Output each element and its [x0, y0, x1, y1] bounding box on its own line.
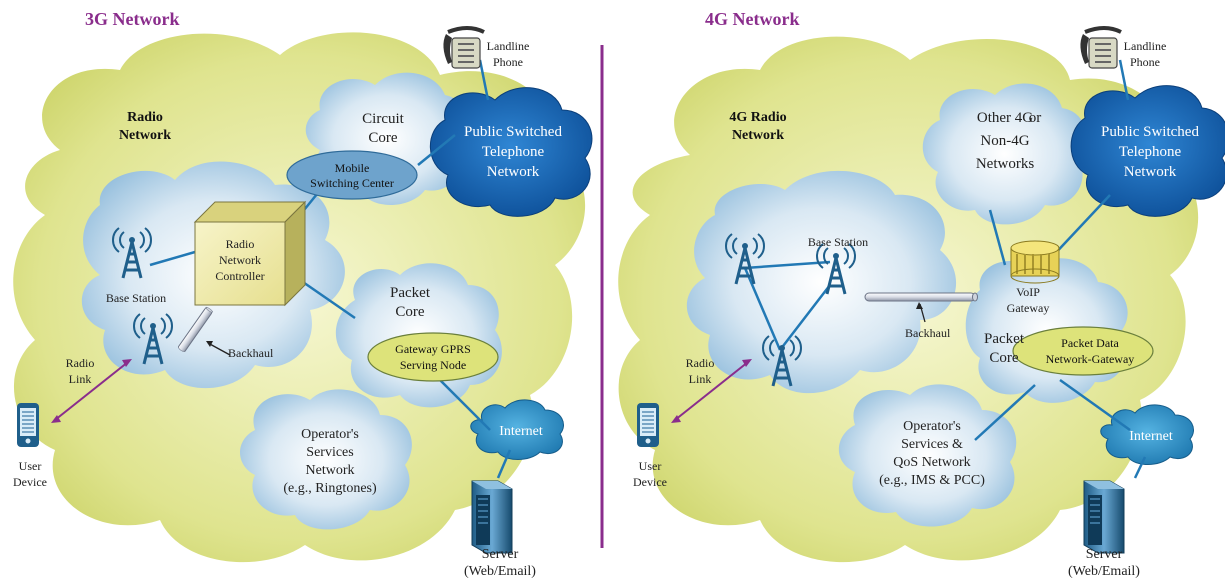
other-networks-label: Networks	[976, 156, 1034, 172]
ggsn-label: Gateway GPRS	[395, 342, 471, 356]
operator-services-cloud	[240, 389, 412, 530]
voip-gateway-label: VoIP	[1016, 285, 1040, 299]
pstn-label: Public Switched	[464, 124, 562, 140]
pdn-gateway-label: Network-Gateway	[1046, 352, 1135, 366]
pstn-label: Network	[1124, 164, 1177, 180]
user-device-icon	[16, 402, 40, 448]
landline-label: Phone	[1130, 55, 1160, 69]
pstn-cloud	[429, 87, 593, 217]
msc-ellipse	[286, 150, 418, 200]
left-title: 3G Network	[85, 9, 179, 29]
server-label: (Web/Email)	[464, 564, 536, 579]
backhaul-label: Backhaul	[905, 326, 951, 340]
operator-services-label: Operator's	[903, 419, 961, 434]
msc-label: Switching Center	[310, 176, 394, 190]
operator-services-label: Network	[306, 463, 355, 478]
operator-services-label: (e.g., Ringtones)	[283, 481, 377, 496]
user-device-icon	[636, 402, 660, 448]
internet-cloud	[470, 399, 564, 460]
right-4g-panel: 4G Network 4G Radio Network Landline Pho…	[618, 9, 1225, 579]
backhaul-label: Backhaul	[228, 346, 274, 360]
base-station-label: Base Station	[808, 235, 868, 249]
server-label: Server	[1086, 547, 1123, 562]
other-networks-label: Other 4G	[977, 110, 1033, 126]
server-icon	[1083, 480, 1125, 554]
pstn-label: Telephone	[1119, 144, 1182, 160]
server-label: Server	[482, 547, 519, 562]
pdn-gateway-label: Packet Data	[1061, 336, 1119, 350]
landline-label: Phone	[493, 55, 523, 69]
ggsn-label: Serving Node	[400, 358, 466, 372]
packet-core-label: Core	[989, 350, 1019, 366]
operator-services-cloud	[838, 384, 1017, 527]
operator-services-label: QoS Network	[893, 455, 970, 470]
server-icon	[471, 480, 513, 554]
rnc-label: Radio	[226, 237, 255, 251]
operator-services-label: Operator's	[301, 427, 359, 442]
radio-link-arrow	[51, 359, 132, 423]
packet-core-label: Packet	[390, 285, 431, 301]
network-links	[743, 59, 1147, 479]
internet-label: Internet	[499, 424, 543, 439]
landline-label: Landline	[487, 39, 530, 53]
radio-link-label: Link	[69, 372, 92, 386]
pdn-gateway-ellipse	[1012, 326, 1154, 376]
radio-link-label: Link	[689, 372, 712, 386]
msc-label: Mobile	[335, 161, 370, 175]
radio-network-label: Network	[732, 128, 784, 143]
pstn-label: Public Switched	[1101, 124, 1199, 140]
radio-link-label: Radio	[66, 356, 95, 370]
other-networks-label: or	[1029, 110, 1042, 126]
circuit-core-label: Core	[368, 130, 398, 146]
radio-link-arrow	[671, 359, 752, 423]
packet-core-label: Core	[395, 304, 425, 320]
user-device-label: Device	[633, 475, 667, 489]
voip-gateway-label: Gateway	[1007, 301, 1050, 315]
server-label: (Web/Email)	[1068, 564, 1140, 579]
radio-network-label: 4G Radio	[729, 110, 786, 125]
radio-link-label: Radio	[686, 356, 715, 370]
pstn-label: Network	[487, 164, 540, 180]
radio-network-label: Radio	[127, 110, 163, 125]
base-station-cloud	[686, 170, 957, 394]
landline-label: Landline	[1124, 39, 1167, 53]
operator-services-label: (e.g., IMS & PCC)	[879, 473, 985, 488]
user-device-label: Device	[13, 475, 47, 489]
base-station-label: Base Station	[106, 291, 166, 305]
user-device-label: User	[639, 459, 662, 473]
operator-services-label: Services &	[901, 437, 963, 452]
backhaul-pipe	[864, 292, 978, 302]
left-3g-panel: 3G Network Radio Network Landline Phone …	[13, 9, 593, 579]
pstn-label: Telephone	[482, 144, 545, 160]
operator-services-label: Services	[306, 445, 353, 460]
voip-gateway-icon	[1010, 240, 1060, 284]
rnc-box	[193, 200, 307, 307]
landline-phone-icon	[441, 26, 486, 70]
ggsn-ellipse	[367, 332, 499, 382]
internet-cloud	[1100, 404, 1194, 465]
rnc-label: Network	[219, 253, 261, 267]
pstn-cloud	[1070, 85, 1225, 217]
internet-label: Internet	[1129, 429, 1173, 444]
rnc-label: Controller	[215, 269, 264, 283]
other-networks-label: Non-4G	[980, 133, 1029, 149]
landline-phone-icon	[1078, 26, 1123, 70]
radio-network-label: Network	[119, 128, 171, 143]
user-device-label: User	[19, 459, 42, 473]
circuit-core-label: Circuit	[362, 111, 404, 127]
other-networks-cloud	[922, 83, 1086, 225]
right-title: 4G Network	[705, 9, 799, 29]
packet-core-label: Packet	[984, 331, 1025, 347]
